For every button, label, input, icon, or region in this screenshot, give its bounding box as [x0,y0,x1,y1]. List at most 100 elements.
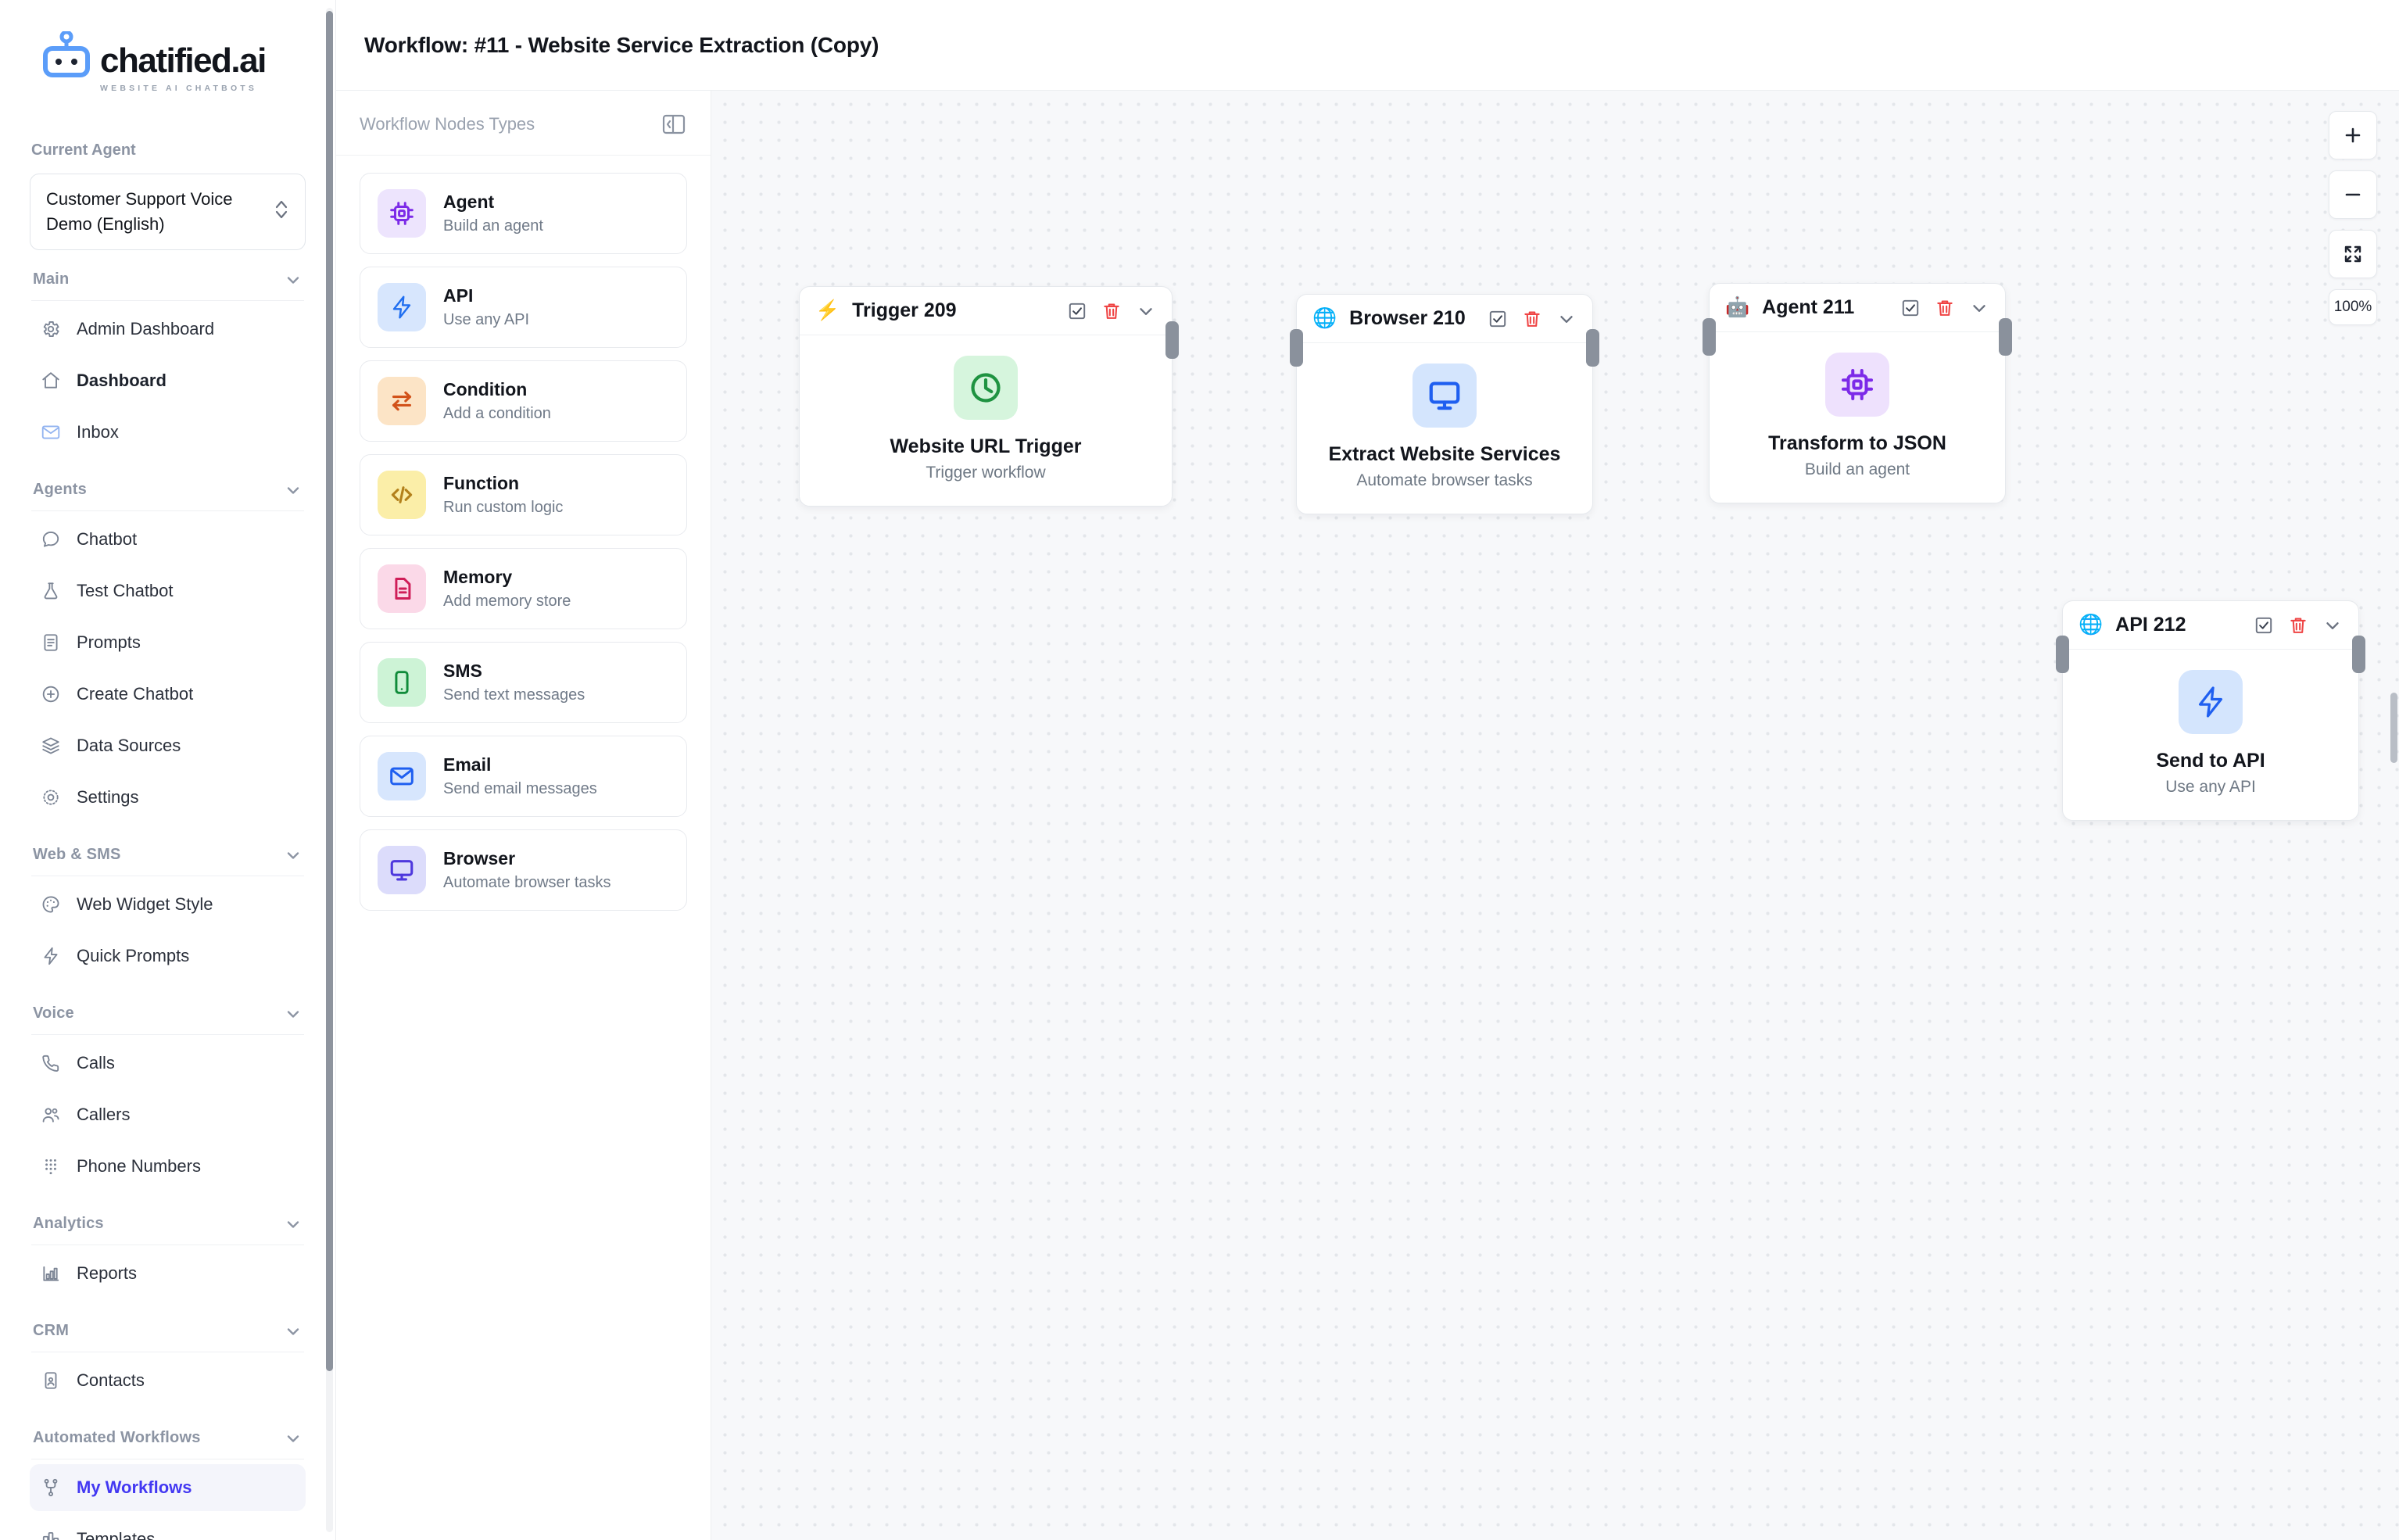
sidebar-item-test-chatbot[interactable]: Test Chatbot [30,568,306,614]
swap-arrows-icon [378,377,426,425]
node-handle-right[interactable] [1586,329,1599,367]
collapse-node-chevron-down-icon[interactable] [1969,298,1989,318]
sidebar-item-reports[interactable]: Reports [30,1250,306,1297]
sidebar-item-create-chatbot[interactable]: Create Chatbot [30,671,306,718]
section-title: Web & SMS [33,846,121,864]
sidebar-item-label: Create Chatbot [77,683,194,704]
sidebar-item-web-widget-style[interactable]: Web Widget Style [30,881,306,928]
delete-node-icon[interactable] [1101,301,1122,321]
node-actions [1900,298,1989,318]
sidebar-section-agents[interactable]: Agents [30,460,306,510]
node-handle-left[interactable] [2056,636,2069,673]
toggle-enabled-checkbox[interactable] [2254,615,2274,636]
node-handle-right[interactable] [1165,321,1179,359]
chevron-down-icon [284,846,303,865]
sidebar-scrollbar-thumb[interactable] [326,11,333,1371]
phone-icon [41,1053,61,1073]
sidebar-item-dashboard[interactable]: Dashboard [30,357,306,404]
node-header[interactable]: 🌐Browser 210 [1297,295,1592,343]
node-title: Browser 210 [1349,307,1466,329]
zoom-in-button[interactable] [2329,111,2377,159]
sidebar-section-crm[interactable]: CRM [30,1302,306,1352]
sidebar-item-settings[interactable]: Settings [30,774,306,821]
collapse-node-chevron-down-icon[interactable] [1136,301,1156,321]
sidebar-section-main[interactable]: Main [30,250,306,300]
node-handle-right[interactable] [1999,318,2012,356]
node-body-desc: Use any API [2165,778,2256,796]
monitor-icon [378,846,426,894]
node-header[interactable]: 🤖Agent 211 [1710,284,2005,332]
toggle-enabled-checkbox[interactable] [1900,298,1921,318]
section-divider [31,1033,304,1035]
panel-collapse-icon[interactable] [661,111,687,138]
delete-node-icon[interactable] [2288,615,2308,636]
sidebar-section-web-sms[interactable]: Web & SMS [30,826,306,876]
sidebar-item-phone-numbers[interactable]: Phone Numbers [30,1143,306,1190]
chatbot-logo-icon [39,30,94,80]
sidebar-item-data-sources[interactable]: Data Sources [30,722,306,769]
bolt-icon [41,946,61,966]
sidebar-item-chatbot[interactable]: Chatbot [30,516,306,563]
toggle-enabled-checkbox[interactable] [1067,301,1087,321]
monitor-icon [1413,364,1477,428]
sidebar-item-contacts[interactable]: Contacts [30,1357,306,1404]
node-handle-left[interactable] [1703,318,1716,356]
zoom-out-button[interactable] [2329,170,2377,219]
globe-icon: 🌐 [2079,614,2104,636]
fit-view-button[interactable] [2329,230,2377,278]
sidebar-item-callers[interactable]: Callers [30,1091,306,1138]
palette-node-title: Email [443,754,492,775]
section-title: Automated Workflows [33,1429,201,1447]
contact-card-icon [41,1370,61,1391]
node-title: API 212 [2115,614,2186,636]
palette-node-title: SMS [443,661,482,682]
current-agent-select[interactable]: Customer Support Voice Demo (English) [30,174,306,250]
sidebar-section-automated-workflows[interactable]: Automated Workflows [30,1409,306,1459]
node-handle-left[interactable] [1290,329,1303,367]
sidebar-item-my-workflows[interactable]: My Workflows [30,1463,306,1511]
sidebar-item-label: Callers [77,1104,131,1124]
delete-node-icon[interactable] [1935,298,1955,318]
delete-node-icon[interactable] [1522,309,1542,329]
sidebar-item-admin-dashboard[interactable]: Admin Dashboard [30,306,306,353]
canvas-scrollbar-thumb[interactable] [2390,693,2397,763]
sidebar-item-calls[interactable]: Calls [30,1040,306,1087]
collapse-node-chevron-down-icon[interactable] [2322,615,2343,636]
brand-logo[interactable]: chatified.ai WEBSITE AI CHATBOTS [30,0,306,101]
robot-emoji: 🤖 [1725,296,1750,318]
sidebar-item-label: Test Chatbot [77,580,174,600]
sidebar-item-inbox[interactable]: Inbox [30,409,306,456]
chevron-down-icon [284,1005,303,1023]
sidebar-section-analytics[interactable]: Analytics [30,1194,306,1245]
node-header[interactable]: ⚡Trigger 209 [800,287,1172,335]
phone-mobile-icon [378,658,426,707]
toggle-enabled-checkbox[interactable] [1488,309,1508,329]
sidebar-item-label: Settings [77,786,139,807]
sidebar-item-prompts[interactable]: Prompts [30,619,306,666]
palette-node-desc: Automate browser tasks [443,873,611,891]
node-actions [1488,309,1577,329]
node-header[interactable]: 🌐 API 212 [2063,601,2358,650]
clock-icon [954,356,1018,420]
sidebar-item-quick-prompts[interactable]: Quick Prompts [30,933,306,980]
chevron-updown-icon [274,198,289,225]
node-handle-right[interactable] [2352,636,2365,673]
node-actions [2254,615,2343,636]
sidebar-item-label: Prompts [77,632,141,652]
collapse-node-chevron-down-icon[interactable] [1556,309,1577,329]
sidebar-section-voice[interactable]: Voice [30,984,306,1034]
sidebar-item-templates[interactable]: Templates [30,1516,306,1540]
